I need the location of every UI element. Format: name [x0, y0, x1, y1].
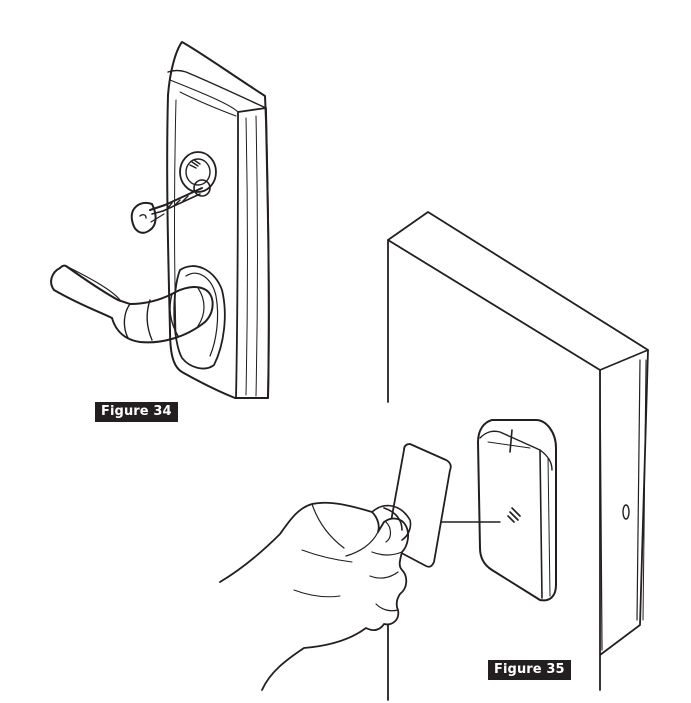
- escutcheon-front: [235, 107, 270, 399]
- figure-34-label: Figure 34: [95, 402, 178, 422]
- lever-rose: [173, 265, 226, 370]
- key-cylinder: [179, 151, 217, 197]
- key-bow: [130, 202, 157, 234]
- door-hole: [622, 504, 630, 520]
- card-reader: [477, 419, 557, 602]
- key: [130, 187, 203, 234]
- door-card-reader-assembly: [219, 211, 649, 701]
- hand: [219, 501, 412, 691]
- lever-handle: [50, 264, 214, 344]
- escutcheon-plate: [166, 41, 270, 399]
- lever-lock-assembly: [50, 41, 270, 399]
- figure-35-label: Figure 35: [488, 660, 571, 680]
